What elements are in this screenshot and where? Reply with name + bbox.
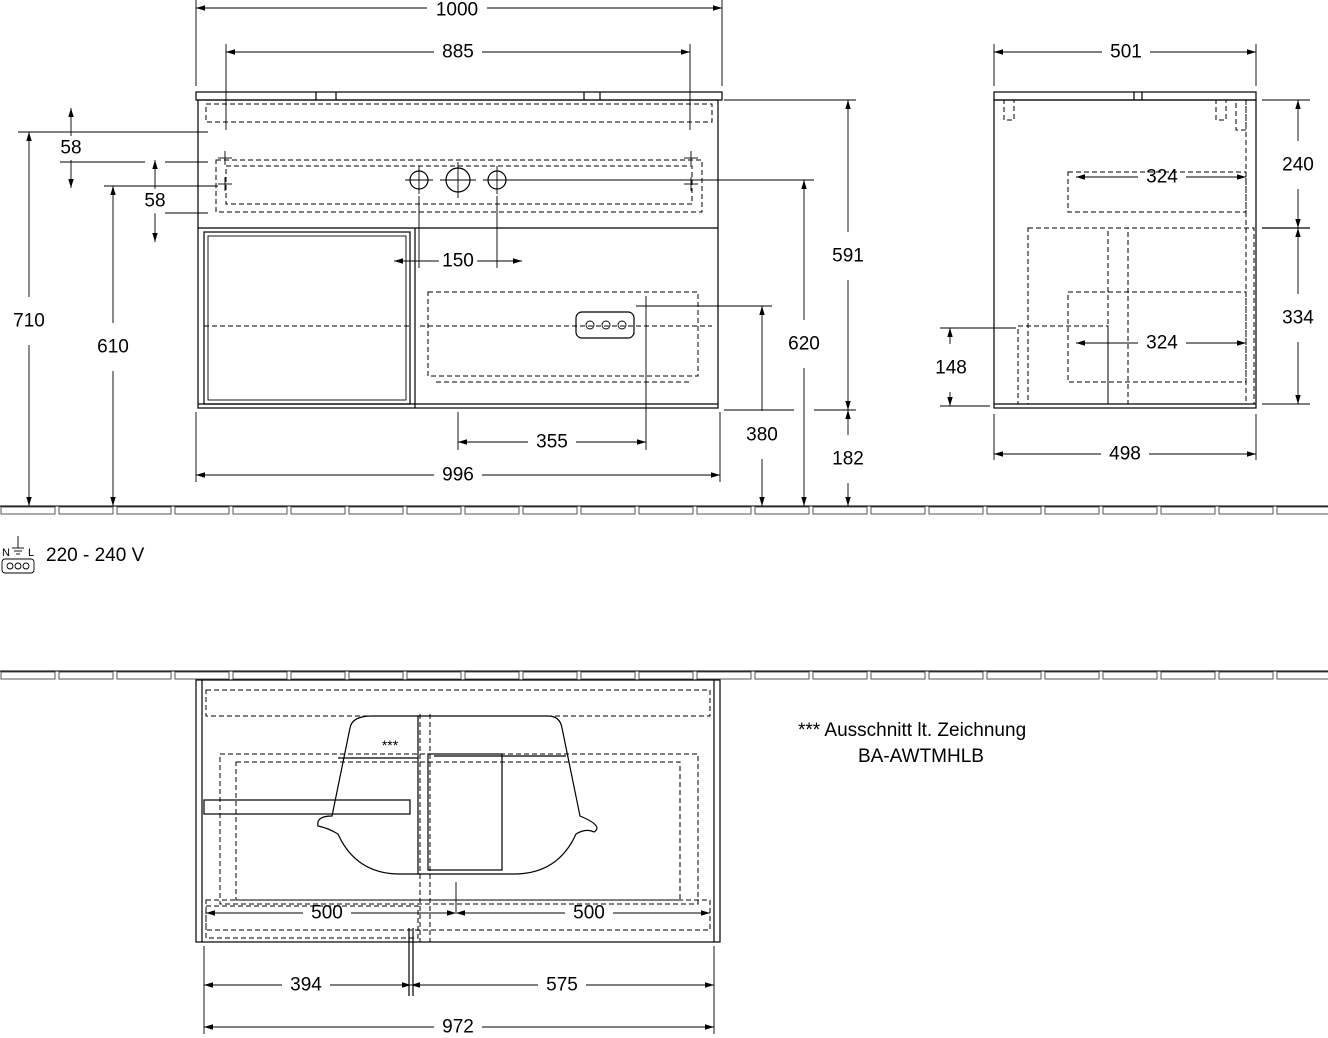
- dim-side-upper-drawer-depth-label: 324: [1146, 167, 1178, 188]
- power-socket-icon: [1, 536, 35, 574]
- plan-view: [195, 679, 721, 1034]
- dim-front-total-height-label: 710: [13, 311, 45, 332]
- dim-front-drain-height-label: 610: [97, 337, 129, 358]
- dim-plan-right-width-label: 575: [546, 975, 578, 996]
- dim-side-depth-bottom-label: 498: [1109, 444, 1141, 465]
- dim-side-socket-height-label: 148: [935, 358, 967, 379]
- dim-side-lower-height-label: 334: [1282, 308, 1314, 329]
- dim-plan-left-width-label: 394: [290, 975, 322, 996]
- dim-side-lower-drawer-depth-label: 324: [1146, 333, 1178, 354]
- dim-side-upper-height-label: 240: [1282, 155, 1314, 176]
- front-view: [18, 0, 856, 507]
- dim-front-overall-width-label: 1000: [436, 0, 478, 21]
- floor-line-top: [0, 505, 1328, 515]
- dim-front-body-width-label: 996: [442, 465, 474, 486]
- dim-front-basin-width-label: 885: [442, 42, 474, 63]
- neutral-label: N: [2, 547, 10, 559]
- dim-front-top-offset-b-label: 58: [144, 191, 165, 212]
- dimension-lines: 1000 885 58 58 710 610 150 591 620 380 355 996 182 50…: [13, 0, 1314, 1038]
- dim-front-socket-offset-label: 355: [536, 432, 568, 453]
- cutout-mark: ***: [382, 737, 399, 753]
- dim-front-tap-spacing-label: 150: [442, 251, 474, 272]
- note-line-1: *** Ausschnitt lt. Zeichnung: [798, 720, 1026, 741]
- dim-plan-left-half-label: 500: [311, 903, 343, 924]
- dim-front-socket-height-label: 380: [746, 425, 778, 446]
- voltage-label: 220 - 240 V: [46, 545, 145, 566]
- live-label: L: [28, 547, 34, 559]
- dim-plan-right-half-label: 500: [573, 903, 605, 924]
- dim-front-foot-height-label: 182: [832, 449, 864, 470]
- dim-plan-total-width-label: 972: [442, 1017, 474, 1038]
- dim-side-depth-top-label: 501: [1110, 42, 1142, 63]
- dim-front-body-height-label: 591: [832, 246, 864, 267]
- wall-line-bottom: [0, 670, 1328, 680]
- dim-front-top-offset-a-label: 58: [60, 138, 81, 159]
- side-view: [940, 44, 1310, 460]
- note-line-2: BA-AWTMHLB: [858, 746, 984, 767]
- dim-front-supply-height-label: 620: [788, 334, 820, 355]
